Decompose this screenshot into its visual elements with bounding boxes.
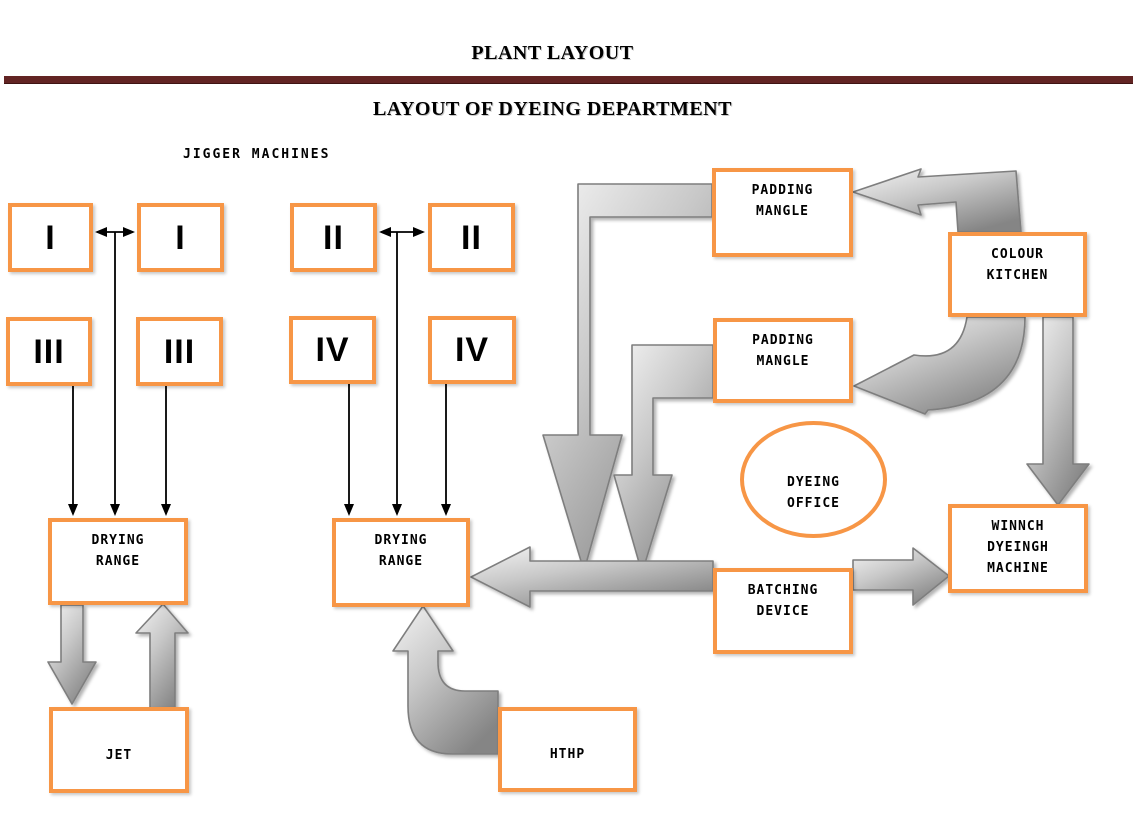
jigger-box-label: I bbox=[175, 218, 186, 257]
arrowhead-down-icon bbox=[344, 504, 354, 516]
arrowhead-left-icon bbox=[95, 227, 107, 237]
box-label-line: COLOUR bbox=[991, 247, 1044, 262]
jigger-machines-label: JIGGER MACHINES bbox=[183, 147, 331, 162]
box-label-line: JET bbox=[105, 747, 133, 763]
box-label-line: MACHINE bbox=[987, 561, 1049, 576]
jigger-box-label: III bbox=[163, 332, 196, 371]
box-label-line: MANGLE bbox=[756, 204, 809, 219]
arrowhead-down-icon bbox=[110, 504, 120, 516]
jigger-box-ii-2: II bbox=[428, 203, 515, 272]
box-label-line: PADDING bbox=[751, 183, 814, 198]
arrow-batching-to-winch bbox=[852, 547, 950, 606]
box-drying-range-left: DRYING RANGE bbox=[48, 518, 188, 605]
jigger-box-i-2: I bbox=[137, 203, 224, 272]
box-jet: JET bbox=[49, 707, 189, 793]
box-label-line: RANGE bbox=[378, 554, 424, 569]
arrow-colourkitchen-to-paddingmangle-bottom bbox=[853, 316, 1026, 415]
jigger-box-iv-1: IV bbox=[289, 316, 376, 384]
jigger-box-iv-2: IV bbox=[428, 316, 516, 384]
arrow-jet-to-dryingrange bbox=[135, 603, 189, 709]
box-label-line: DYEINGH bbox=[987, 540, 1049, 555]
arrow-colourkitchen-to-winch bbox=[1026, 316, 1090, 506]
box-drying-range-mid: DRYING RANGE bbox=[332, 518, 470, 607]
box-label-line: DRYING bbox=[91, 533, 145, 548]
block-arrows bbox=[47, 168, 1090, 755]
jigger-box-label: III bbox=[33, 332, 65, 371]
arrowhead-right-icon bbox=[123, 227, 135, 237]
box-label-line: MANGLE bbox=[756, 354, 810, 369]
arrow-paddingmangle-top-down bbox=[542, 183, 713, 572]
jigger-box-iii-2: III bbox=[136, 317, 223, 386]
jigger-box-label: II bbox=[461, 218, 482, 257]
jigger-box-iii-1: III bbox=[6, 317, 92, 386]
arrow-hthp-to-dryingrange bbox=[392, 605, 499, 755]
box-label-line: BATCHING bbox=[747, 583, 819, 598]
box-label-line: WINNCH bbox=[991, 519, 1045, 534]
arrow-paddingmangle-bottom-down bbox=[613, 344, 714, 574]
box-label-line: RANGE bbox=[95, 554, 141, 569]
box-hthp: HTHP bbox=[498, 707, 637, 792]
diagram-subtitle: LAYOUT OF DYEING DEPARTMENT bbox=[373, 98, 732, 120]
box-batching-device: BATCHING DEVICE bbox=[713, 568, 853, 654]
page-title: PLANT LAYOUT bbox=[471, 42, 634, 64]
title-divider bbox=[4, 76, 1133, 84]
box-label-line: DEVICE bbox=[756, 604, 810, 619]
box-winch-dyeing-machine: WINNCH DYEINGH MACHINE bbox=[948, 504, 1088, 593]
arrowhead-right-icon bbox=[413, 227, 425, 237]
arrowhead-down-icon bbox=[441, 504, 451, 516]
jigger-arrows bbox=[68, 227, 451, 516]
box-padding-mangle-bottom: PADDING MANGLE bbox=[713, 318, 853, 403]
arrowhead-left-icon bbox=[379, 227, 391, 237]
box-label-line: PADDING bbox=[752, 333, 814, 348]
jigger-box-label: IV bbox=[315, 331, 350, 369]
arrow-colourkitchen-to-paddingmangle-top bbox=[852, 168, 1022, 233]
arrow-dryingrange-to-jet bbox=[47, 604, 97, 705]
box-label-line: OFFICE bbox=[787, 495, 840, 511]
box-label-line: DRYING bbox=[374, 533, 428, 548]
box-label-line: HTHP bbox=[549, 747, 586, 762]
jigger-box-label: I bbox=[45, 218, 56, 257]
jigger-box-label: IV bbox=[454, 331, 490, 369]
jigger-box-i-1: I bbox=[8, 203, 93, 272]
box-colour-kitchen: COLOUR KITCHEN bbox=[948, 232, 1087, 317]
box-label-line: KITCHEN bbox=[986, 268, 1049, 283]
arrow-batching-to-dryingrange bbox=[470, 546, 714, 608]
box-label-line: DYEING bbox=[787, 474, 840, 490]
jigger-box-ii-1: II bbox=[290, 203, 377, 272]
arrowhead-down-icon bbox=[392, 504, 402, 516]
arrowhead-down-icon bbox=[68, 504, 78, 516]
jigger-box-label: II bbox=[323, 218, 344, 257]
ellipse-dyeing-office: DYEING OFFICE bbox=[740, 421, 887, 538]
arrowhead-down-icon bbox=[161, 504, 171, 516]
box-padding-mangle-top: PADDING MANGLE bbox=[712, 168, 853, 257]
